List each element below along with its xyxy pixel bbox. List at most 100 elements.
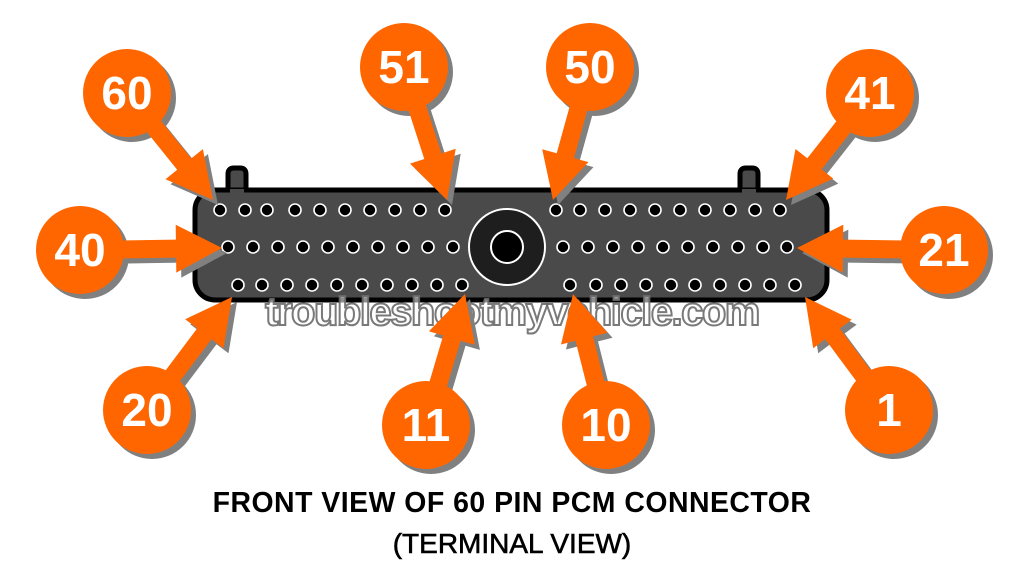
pin-cavity: [260, 203, 274, 217]
pin-cavity: [296, 240, 310, 254]
callout-bubble: [546, 23, 634, 111]
pin-cavity: [330, 278, 344, 292]
callout-pin-40: 40: [36, 206, 227, 299]
pin-cavity: [763, 278, 777, 292]
connector-body: [192, 165, 830, 303]
pin-cavity: [673, 203, 687, 217]
pin-cavity: [589, 278, 603, 292]
pin-cavity: [738, 278, 752, 292]
pin-cavity: [731, 240, 745, 254]
callout-bubble: [562, 381, 650, 469]
callout-pin-number: 51: [378, 41, 429, 93]
pin-cavity: [338, 203, 352, 217]
pin-cavity: [788, 278, 802, 292]
callout-pin-number: 60: [101, 67, 152, 119]
pin-cavity: [430, 278, 444, 292]
pin-cavity: [563, 278, 577, 292]
callout-pin-60: 60: [83, 49, 218, 205]
pin-cavity: [396, 240, 410, 254]
pin-cavity: [656, 240, 670, 254]
callout-bubble: [83, 49, 171, 137]
pin-cavity: [271, 240, 285, 254]
callout-arrow-icon: [561, 294, 608, 391]
pin-cavity: [606, 240, 620, 254]
callout-pin-number: 1: [876, 384, 902, 436]
callout-pin-number: 50: [564, 41, 615, 93]
pin-cavity: [446, 240, 460, 254]
callout-arrow-icon: [143, 117, 213, 200]
watermark-text: troubleshootmyvehicle.com: [265, 290, 759, 334]
pin-cavity: [346, 240, 360, 254]
pin-cavity: [246, 240, 260, 254]
callout-arrow-icon: [428, 294, 475, 392]
callout-arrow-icon: [162, 297, 232, 385]
callout-pin-21: 21: [797, 206, 993, 299]
callout-pin-11: 11: [382, 294, 480, 474]
pin-cavity: [723, 203, 737, 217]
pin-cavity: [231, 278, 245, 292]
callout-arrow-icon: [117, 224, 222, 273]
callout-pin-number: 11: [402, 399, 451, 451]
pin-cavity: [639, 278, 653, 292]
pin-cavity: [438, 203, 452, 217]
callout-pin-number: 10: [580, 399, 631, 451]
callout-pin-41: 41: [786, 49, 919, 205]
pin-cavity: [664, 278, 678, 292]
pin-cavity: [549, 203, 563, 217]
pin-cavity: [355, 278, 369, 292]
pin-cavities: [213, 203, 802, 292]
callout-bubble: [103, 366, 191, 454]
pin-cavity: [698, 203, 712, 217]
pin-cavity: [713, 278, 727, 292]
pin-cavity: [573, 203, 587, 217]
callout-bubble: [900, 206, 988, 294]
pin-cavity: [255, 278, 269, 292]
pin-cavity: [238, 203, 252, 217]
pin-cavity: [288, 203, 302, 217]
center-key-inner: [490, 230, 524, 264]
pin-cavity: [388, 203, 402, 217]
pin-cavity: [688, 278, 702, 292]
callout-arrow-icon: [542, 101, 589, 200]
callout-pin-10: 10: [561, 294, 655, 474]
callout-bubble: [382, 381, 470, 469]
callout-bubble: [36, 206, 124, 294]
pin-cavity: [581, 240, 595, 254]
left-locking-tab: [225, 165, 249, 195]
callout-pin-20: 20: [103, 297, 237, 459]
diagram-title: FRONT VIEW OF 60 PIN PCM CONNECTOR: [212, 487, 812, 519]
pin-cavity: [371, 240, 385, 254]
callout-pin-51: 51: [360, 23, 461, 205]
pin-cavity: [748, 203, 762, 217]
callout-arrow-icon: [407, 100, 456, 200]
callout-pin-number: 20: [121, 384, 172, 436]
pin-cavity: [363, 203, 377, 217]
pin-cavity: [280, 278, 294, 292]
pin-cavity: [623, 203, 637, 217]
pin-cavity: [780, 240, 794, 254]
callout-pin-1: 1: [805, 297, 938, 459]
callout-arrow-icon: [805, 297, 874, 385]
pin-cavity: [556, 240, 570, 254]
callout-pin-50: 50: [542, 23, 639, 205]
pin-cavity: [405, 278, 419, 292]
pin-cavity: [706, 240, 720, 254]
callout-pin-number: 40: [54, 224, 105, 276]
callout-arrow-icon: [786, 117, 854, 200]
pin-cavity: [756, 240, 770, 254]
pin-cavity: [648, 203, 662, 217]
pin-cavity: [631, 240, 645, 254]
pin-cavity: [681, 240, 695, 254]
pin-cavity: [455, 278, 469, 292]
pin-cavity: [321, 240, 335, 254]
callout-bubble: [845, 366, 933, 454]
diagram-subtitle: (TERMINAL VIEW): [392, 528, 632, 560]
callout-bubble: [360, 23, 448, 111]
pin-cavity: [614, 278, 628, 292]
right-locking-tab: [737, 165, 761, 195]
pin-cavity: [221, 240, 235, 254]
callout-bubble: [826, 49, 914, 137]
callout-arrow-icon: [797, 224, 907, 273]
pin-cavity: [213, 203, 227, 217]
